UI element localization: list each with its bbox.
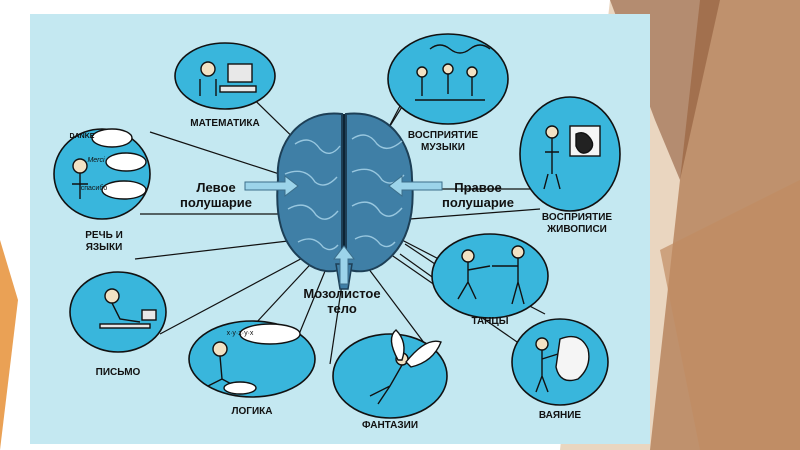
label-corpus-callosum: Мозолистое тело (292, 286, 392, 316)
label-sculpture: ВАЯНИЕ (520, 410, 600, 422)
label-painting: ВОСПРИЯТИЕ ЖИВОПИСИ (522, 212, 632, 236)
speech-word-1: DANKE (62, 132, 102, 141)
label-left-hemisphere: Левое полушарие (170, 180, 262, 210)
label-dance: ТАНЦЫ (450, 316, 530, 328)
label-fantasy: ФАНТАЗИИ (345, 420, 435, 432)
label-right-hemisphere: Правое полушарие (428, 180, 528, 210)
logic-formula: x·y·z·y·x (210, 329, 270, 338)
label-speech: РЕЧЬ И ЯЗЫКИ (66, 230, 142, 254)
label-writing: ПИСЬМО (78, 367, 158, 379)
speech-word-2: Merci (76, 156, 116, 165)
line-painting-2 (410, 209, 540, 219)
deco-shape-left (0, 240, 18, 450)
speech-word-3: спасибо (74, 184, 114, 193)
diagram-panel: Левое полушарие Правое полушарие Мозолис… (30, 14, 650, 444)
line-writing (135, 239, 305, 259)
label-math: МАТЕМАТИКА (175, 118, 275, 130)
label-logic: ЛОГИКА (212, 406, 292, 418)
bubble-dance (432, 234, 548, 318)
bubble-math (175, 43, 275, 109)
label-music: ВОСПРИЯТИЕ МУЗЫКИ (388, 130, 498, 154)
